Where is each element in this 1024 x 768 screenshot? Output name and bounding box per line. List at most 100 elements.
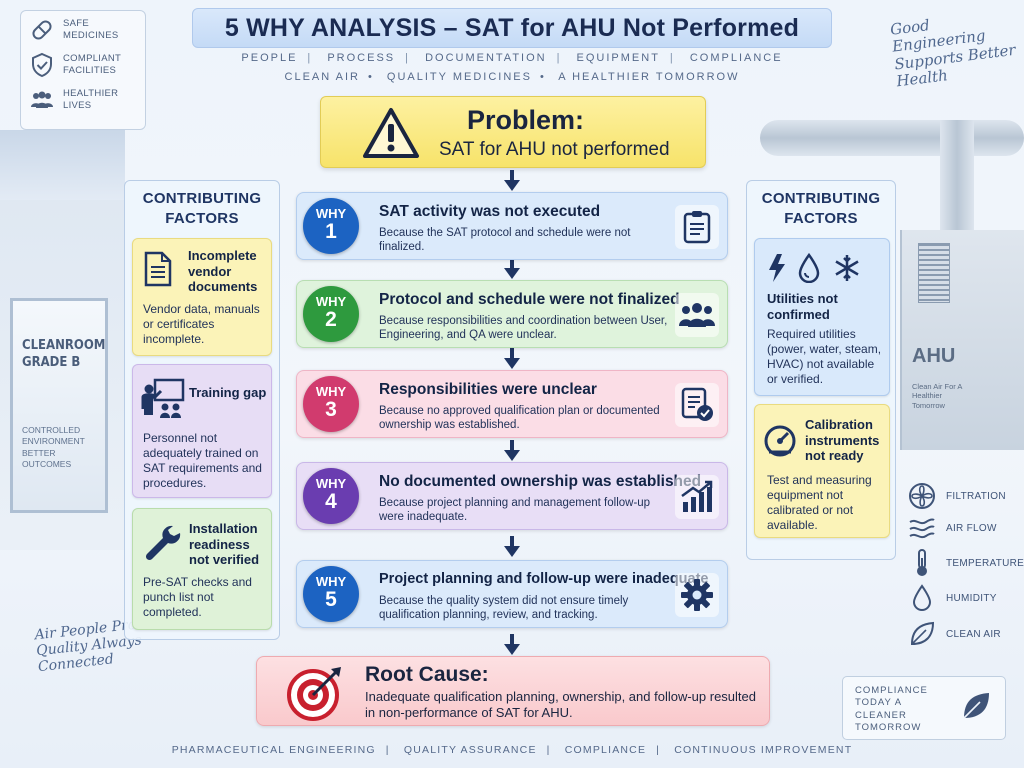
- problem-heading: Problem:: [467, 105, 585, 135]
- slogan: CLEAN AIR• QUALITY MEDICINES• A HEALTHIE…: [284, 71, 740, 83]
- why-title: Project planning and follow-up were inad…: [379, 571, 709, 587]
- gauge-icon: [764, 425, 796, 457]
- why-icon-box: [675, 475, 719, 519]
- cleanroom-door: [10, 298, 108, 513]
- footer-item: COMPLIANCE: [564, 744, 647, 756]
- factor-title: Calibration instruments not ready: [805, 417, 880, 464]
- why-icon-box: [675, 383, 719, 427]
- trend-chart-icon: [681, 480, 713, 512]
- badge-label: Safe Medicines: [63, 18, 119, 41]
- air-duct-vertical: [940, 120, 974, 230]
- flow-arrow: [504, 536, 520, 558]
- air-flow-icon: [909, 518, 935, 539]
- factor-card-utilities: Utilities not confirmed Required utiliti…: [754, 238, 890, 396]
- legend-humidity: Humidity: [908, 584, 997, 612]
- cleanroom-subtitle: Controlled Environment Better Outcomes: [22, 425, 85, 470]
- compliance-text: Compliance Today A Cleaner Tomorrow: [855, 685, 928, 734]
- droplet-icon: [912, 584, 932, 611]
- factor-title: Training gap: [189, 385, 267, 400]
- slogan-clean-air: CLEAN AIR: [284, 71, 360, 83]
- legend-label: Humidity: [946, 592, 997, 604]
- why-title: Responsibilities were unclear: [379, 381, 597, 398]
- footer-item: CONTINUOUS IMPROVEMENT: [674, 744, 853, 756]
- badge-label: Compliant Facilities: [63, 53, 121, 76]
- flow-arrow: [504, 440, 520, 462]
- utilities-icon: [769, 253, 859, 283]
- why-icon-box: [675, 293, 719, 337]
- flow-arrow: [504, 348, 520, 370]
- team-icon: [679, 303, 715, 327]
- flow-arrow: [504, 634, 520, 656]
- factor-description: Vendor data, manuals or certificates inc…: [143, 302, 260, 346]
- cleanroom-ceiling: [0, 130, 125, 200]
- why-icon-box: [675, 573, 719, 617]
- document-check-icon: [681, 387, 713, 421]
- factor-description: Personnel not adequately trained on SAT …: [143, 431, 262, 490]
- legend-clean-air: Clean Air: [908, 620, 1001, 648]
- slogan-quality-medicines: QUALITY MEDICINES: [386, 71, 532, 83]
- wrench-icon: [145, 525, 181, 561]
- factor-title: Utilities not confirmed: [767, 291, 838, 322]
- pill-icon: [32, 20, 52, 40]
- legend-air-flow: Air Flow: [908, 516, 997, 540]
- why-description: Because the quality system did not ensur…: [379, 595, 629, 622]
- ahu-label: AHU: [912, 345, 956, 367]
- why-label: WHY: [315, 574, 347, 589]
- category-tags: PEOPLE| PROCESS| DOCUMENTATION| EQUIPMEN…: [241, 52, 783, 64]
- cleanroom-title: CLEANROOM GRADE B: [22, 338, 106, 370]
- legend-temperature: Temperature: [908, 548, 1024, 578]
- compliance-box: Compliance Today A Cleaner Tomorrow: [842, 676, 1006, 740]
- leaf-icon: [910, 621, 935, 646]
- legend-label: Filtration: [946, 490, 1006, 502]
- why-icon-box: [675, 205, 719, 249]
- flow-arrow: [504, 258, 520, 280]
- clipboard-icon: [683, 211, 711, 244]
- tag-equipment: EQUIPMENT: [576, 52, 660, 64]
- why-description: Because the SAT protocol and schedule we…: [379, 227, 631, 254]
- legend-label: Air Flow: [946, 522, 997, 534]
- page-title-banner: 5 WHY ANALYSIS – SAT for AHU Not Perform…: [192, 8, 832, 48]
- flow-arrow: [504, 170, 520, 192]
- why-number: 4: [325, 490, 337, 513]
- why-number: 1: [325, 220, 337, 243]
- factor-card-installation-readiness: Installation readiness not verified Pre-…: [132, 508, 272, 630]
- handwritten-note-top: Good Engineering Supports Better Health: [889, 16, 1017, 91]
- why-title: Protocol and schedule were not finalized: [379, 291, 680, 308]
- tag-documentation: DOCUMENTATION: [425, 52, 547, 64]
- people-icon: [31, 91, 53, 108]
- why-number: 2: [325, 308, 337, 331]
- factor-card-vendor-documents: Incomplete vendor documents Vendor data,…: [132, 238, 272, 356]
- why-label: WHY: [315, 294, 347, 309]
- shield-check-icon: [32, 52, 52, 78]
- fan-icon: [909, 483, 935, 509]
- badge-healthier-lives: Healthier Lives: [29, 87, 137, 113]
- ahu-vent: [918, 243, 950, 303]
- why-title: SAT activity was not executed: [379, 203, 601, 220]
- tag-people: PEOPLE: [241, 52, 298, 64]
- warning-icon: [363, 108, 419, 158]
- air-duct-horizontal: [760, 120, 1024, 156]
- badge-safe-medicines: Safe Medicines: [29, 17, 137, 43]
- root-cause-heading: Root Cause:: [365, 663, 489, 686]
- why-description: Because no approved qualification plan o…: [379, 405, 660, 432]
- tag-process: PROCESS: [327, 52, 396, 64]
- leaf-icon: [963, 693, 989, 719]
- legend-label: Clean Air: [946, 628, 1001, 640]
- page-title: 5 WHY ANALYSIS – SAT for AHU Not Perform…: [224, 13, 800, 42]
- footer-item: QUALITY ASSURANCE: [403, 744, 537, 756]
- why-title: No documented ownership was established: [379, 473, 702, 490]
- problem-box: Problem: SAT for AHU not performed: [320, 96, 706, 168]
- factors-heading: CONTRIBUTING FACTORS: [761, 190, 881, 227]
- why-number: 5: [325, 588, 337, 611]
- why-label: WHY: [315, 384, 347, 399]
- factor-description: Required utilities (power, water, steam,…: [767, 327, 882, 386]
- target-icon: [287, 667, 341, 721]
- factor-card-training-gap: Training gap Personnel not adequately tr…: [132, 364, 272, 498]
- root-cause-box: Root Cause: Inadequate qualification pla…: [256, 656, 770, 726]
